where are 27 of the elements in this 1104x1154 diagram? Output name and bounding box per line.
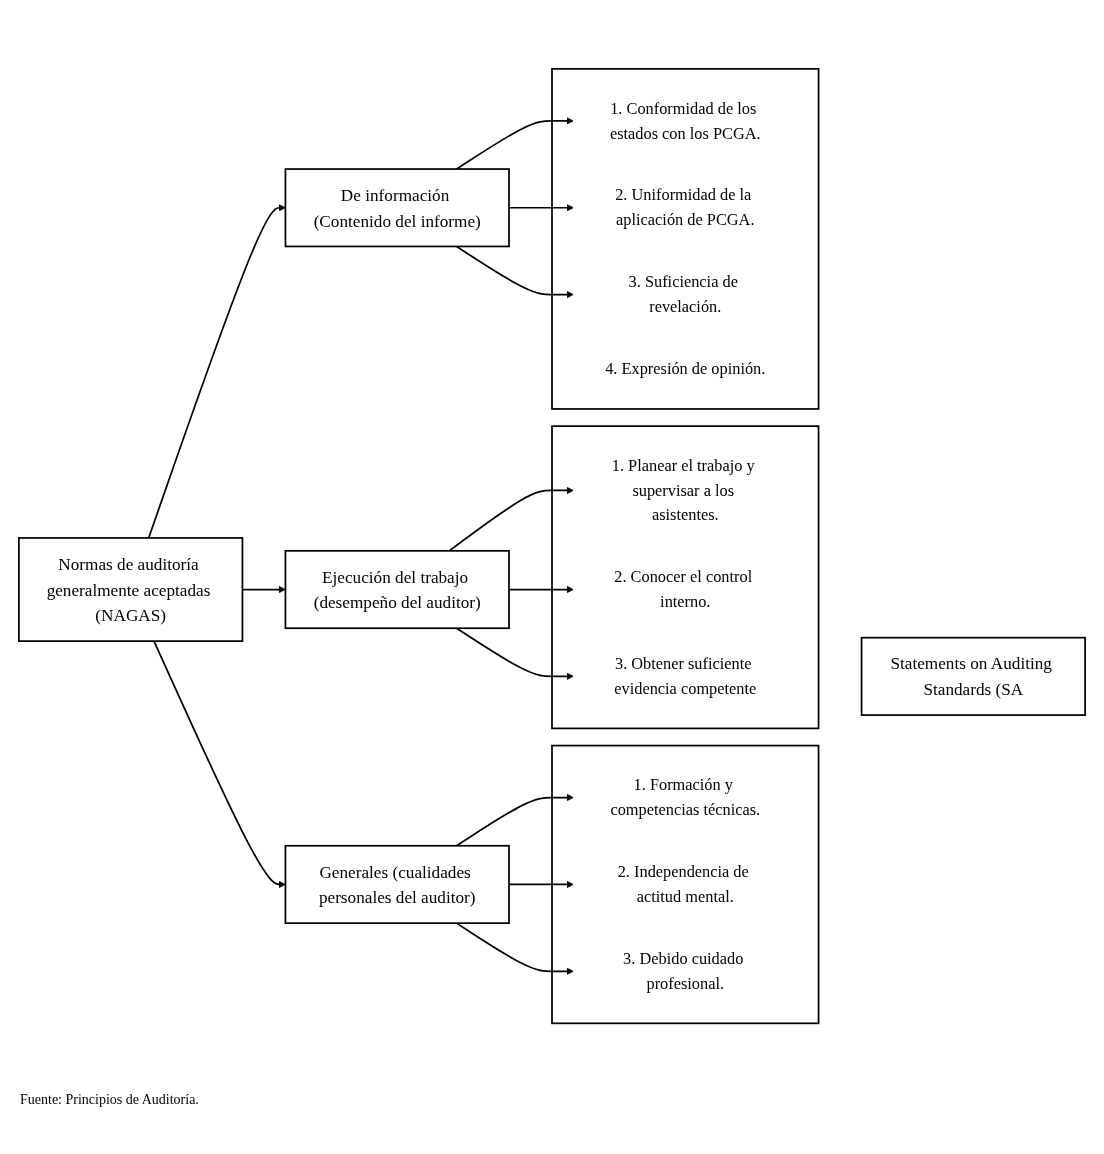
arrow [455,627,574,681]
node-text: 2. Uniformidad de la aplicación de PCGA. [615,185,755,229]
node-text: 3. Suficiencia de revelación. [628,272,738,316]
node-text: 2. Independencia de actitud mental. [617,862,749,905]
arrow [153,640,286,889]
arrow [455,793,574,847]
node-box: Normas de auditoría generalmente aceptadas (NAGAS) [18,536,244,642]
node-text: 3. Debido cuidado profesional. [623,949,744,992]
arrow [455,922,574,975]
node-box: Generales (cualidades personales del auditor) [284,844,510,924]
node-box: Ejecución del trabajo (desempeño del auditor) [284,549,510,629]
cluster [551,425,820,730]
node-text: 1. Planear el trabajo y supervisar a los asistentes. [611,456,755,524]
node-text: 2. Conocer el control interno. [614,567,753,611]
cluster [551,744,820,1025]
node-text: 1. Conformidad de los estados con los PCGA. [609,98,761,142]
node-box: De información (Contenido del informe) [284,168,510,248]
arrow [147,203,286,539]
node-text: 3. Obtener suficiente evidencia competente [614,654,757,697]
source-note: Fuente: Principios de Auditoría. [20,1092,200,1108]
arrow [448,486,574,552]
node-box: Statements on Auditing Standards (SA [860,636,1086,716]
arrow [455,117,574,170]
cluster [551,67,820,410]
arrow [455,245,574,299]
node-text: 4. Expresión de opinión. [605,359,766,378]
node-text: 1. Formación y competencias técnicas. [610,775,761,819]
